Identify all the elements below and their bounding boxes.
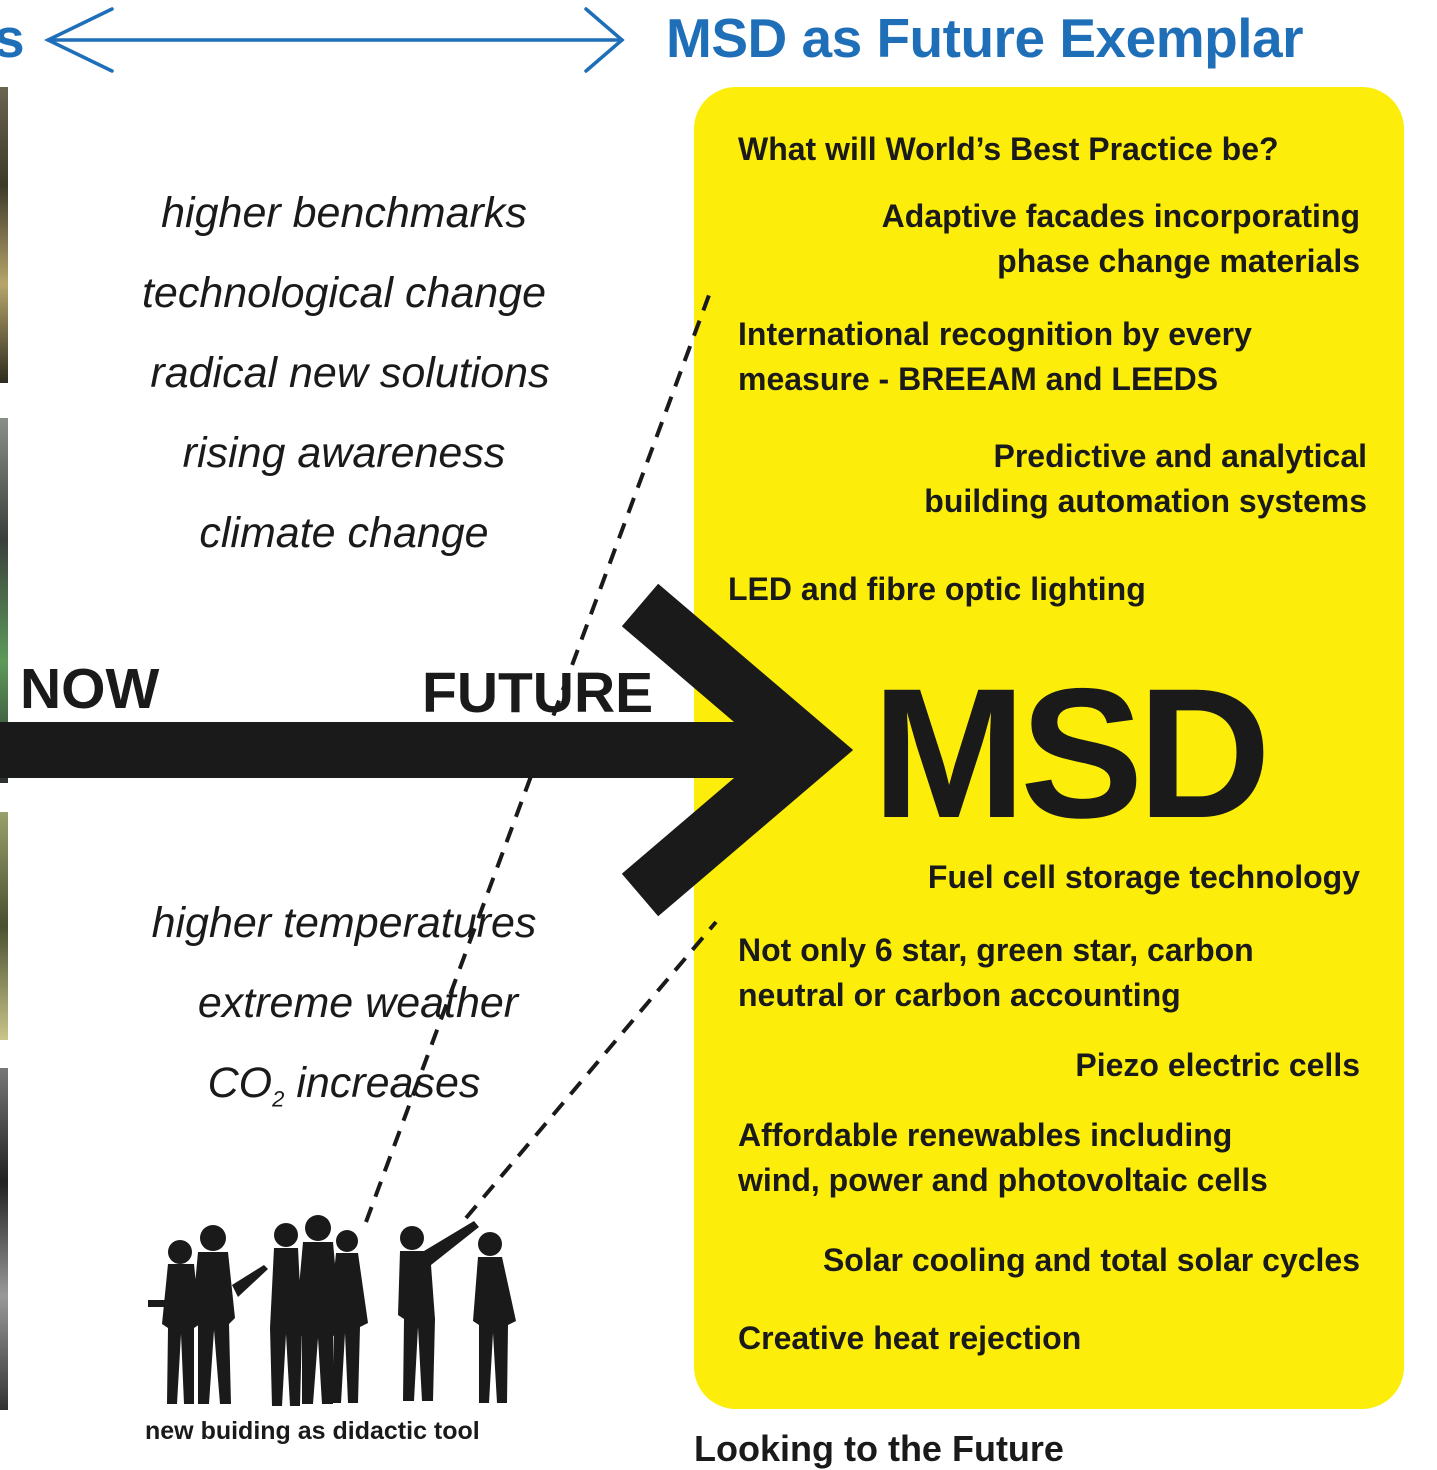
- page-title: MSD as Future Exemplar: [666, 7, 1303, 69]
- co2-suffix: increases: [284, 1059, 481, 1107]
- panel-item-renewables-text: Affordable renewables including wind, pow…: [738, 1113, 1268, 1203]
- co2-prefix: CO: [207, 1059, 273, 1107]
- panel-question: What will World’s Best Practice be?: [738, 131, 1279, 167]
- panel-item-heat-rejection: Creative heat rejection: [738, 1320, 1082, 1356]
- text-line: phase change materials: [997, 243, 1360, 279]
- footer-partial-heading: Looking to the Future: [694, 1428, 1064, 1469]
- driver-climate-change: climate change: [199, 509, 489, 557]
- panel-item-led-lighting: LED and fibre optic lighting: [728, 571, 1146, 607]
- panel-item-international-recognition-text: International recognition by every measur…: [738, 312, 1252, 402]
- text-line: Not only 6 star, green star, carbon: [738, 932, 1254, 968]
- driver-co2-increases: CO2 increases: [64, 1059, 624, 1113]
- dashed-sight-line-1: [364, 286, 714, 1223]
- driver-higher-benchmarks: higher benchmarks: [161, 189, 527, 237]
- photo-strip-3: [0, 812, 8, 1040]
- driver-radical-new-solutions: radical new solutions: [150, 349, 550, 397]
- timeline-future-label: FUTURE: [422, 661, 654, 725]
- photo-strip-2: [0, 418, 8, 783]
- panel-item-adaptive-facades-text: Adaptive facades incorporating phase chan…: [800, 194, 1360, 284]
- people-caption: new buiding as didactic tool: [145, 1417, 480, 1445]
- panel-item-solar-cooling: Solar cooling and total solar cycles: [822, 1242, 1360, 1278]
- panel-item-renewables: Affordable renewables including wind, pow…: [738, 1113, 1268, 1203]
- driver-technological-change: technological change: [141, 269, 547, 317]
- people-silhouettes: [148, 1215, 516, 1406]
- panel-item-star-ratings: Not only 6 star, green star, carbon neutr…: [738, 928, 1254, 1018]
- double-headed-arrow-icon: [43, 7, 625, 73]
- panel-item-international-recognition: International recognition by every measur…: [738, 312, 1252, 402]
- text-line: Affordable renewables including: [738, 1117, 1233, 1153]
- photo-strip-1: [0, 87, 8, 383]
- panel-item-piezo: Piezo electric cells: [1075, 1047, 1360, 1083]
- panel-item-predictive-automation: Predictive and analytical building automa…: [760, 434, 1367, 524]
- text-line: neutral or carbon accounting: [738, 977, 1181, 1013]
- msd-center-label: MSD: [872, 651, 1271, 857]
- timeline-arrow-shaft: [0, 722, 790, 778]
- panel-item-fuel-cell: Fuel cell storage technology: [927, 859, 1360, 895]
- text-line: Predictive and analytical: [993, 438, 1368, 474]
- panel-item-star-ratings-text: Not only 6 star, green star, carbon neutr…: [738, 928, 1254, 1018]
- text-line: measure - BREEAM and LEEDS: [738, 361, 1219, 397]
- panel-item-adaptive-facades: Adaptive facades incorporating phase chan…: [800, 194, 1360, 284]
- dashed-sight-line-2: [464, 920, 718, 1220]
- title-left-fragment: s: [0, 7, 25, 69]
- driver-extreme-weather: extreme weather: [197, 979, 519, 1027]
- driver-rising-awareness: rising awareness: [182, 429, 506, 477]
- timeline-now-label: NOW: [20, 657, 160, 721]
- photo-strip-4: [0, 1068, 8, 1410]
- text-line: wind, power and photovoltaic cells: [738, 1162, 1268, 1198]
- co2-subscript: 2: [272, 1086, 285, 1112]
- text-line: Adaptive facades incorporating: [881, 198, 1360, 234]
- text-line: International recognition by every: [738, 316, 1252, 352]
- text-line: building automation systems: [924, 483, 1367, 519]
- timeline-arrowhead-icon: [621, 583, 854, 917]
- panel-item-predictive-automation-text: Predictive and analytical building automa…: [760, 434, 1367, 524]
